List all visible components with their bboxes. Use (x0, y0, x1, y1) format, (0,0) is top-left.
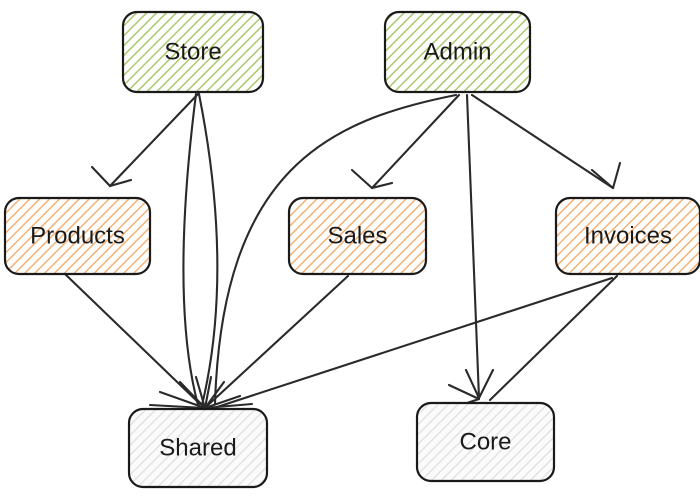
edge-admin-shared (213, 93, 458, 406)
edge-invoices-core (488, 274, 619, 402)
arrowhead-head-admin-invoices (590, 161, 622, 190)
arrowhead-head-admin-sales (350, 168, 394, 190)
arrowhead-barb (194, 375, 207, 410)
arrowhead-barb (178, 380, 207, 410)
arrowhead-barb (108, 178, 133, 188)
node-invoices[interactable]: Invoices (554, 196, 700, 276)
edge-products-shared (63, 272, 202, 406)
node-shape-store[interactable] (121, 10, 265, 94)
arrowhead-head-shared-fan (148, 375, 254, 410)
node-products[interactable]: Products (3, 196, 152, 276)
edge-admin-invoices (470, 93, 615, 190)
edge-store-shared-b (197, 92, 219, 407)
arrowheads-layer (90, 161, 622, 410)
node-shape-admin[interactable] (383, 10, 532, 94)
node-label-admin: Admin (423, 38, 491, 65)
node-shape-sales[interactable] (287, 196, 428, 276)
node-label-invoices: Invoices (584, 222, 672, 249)
node-label-core: Core (459, 428, 511, 455)
node-label-sales: Sales (327, 222, 387, 249)
node-shape-core[interactable] (415, 401, 556, 483)
arrowhead-barb (350, 168, 374, 190)
node-shape-invoices[interactable] (554, 196, 700, 276)
node-sales[interactable]: Sales (287, 196, 428, 276)
arrowhead-barb (590, 168, 615, 190)
arrowhead-barb (477, 368, 495, 400)
edge-admin-sales (370, 93, 461, 190)
arrowhead-barb (447, 383, 481, 401)
arrowhead-barb (158, 390, 207, 410)
edge-store-products (108, 92, 200, 188)
arrowhead-barb (203, 380, 226, 410)
arrowhead-barb (90, 165, 112, 188)
node-label-shared: Shared (159, 434, 236, 461)
edge-store-shared-a (182, 92, 200, 407)
node-store[interactable]: Store (121, 10, 265, 94)
edge-sales-shared (205, 274, 350, 408)
node-shape-products[interactable] (3, 196, 152, 276)
edges-layer (63, 92, 619, 410)
arrowhead-barb (203, 394, 242, 410)
node-label-store: Store (164, 38, 221, 65)
node-shape-shared[interactable] (127, 407, 269, 489)
arrowhead-barb (203, 375, 213, 410)
arrowhead-barb (203, 402, 254, 410)
edge-invoices-shared (212, 276, 614, 410)
node-shared[interactable]: Shared (127, 407, 269, 489)
node-core[interactable]: Core (415, 401, 556, 483)
arrowhead-head-admin-core (464, 368, 495, 400)
arrowhead-barb (148, 403, 207, 410)
node-admin[interactable]: Admin (383, 10, 532, 94)
arrowhead-barb (370, 181, 394, 190)
arrowhead-barb (611, 161, 622, 190)
arrowhead-head-store-products (90, 165, 133, 188)
node-label-products: Products (30, 222, 125, 249)
edge-admin-core (465, 93, 481, 400)
arrowhead-barb (464, 368, 481, 400)
